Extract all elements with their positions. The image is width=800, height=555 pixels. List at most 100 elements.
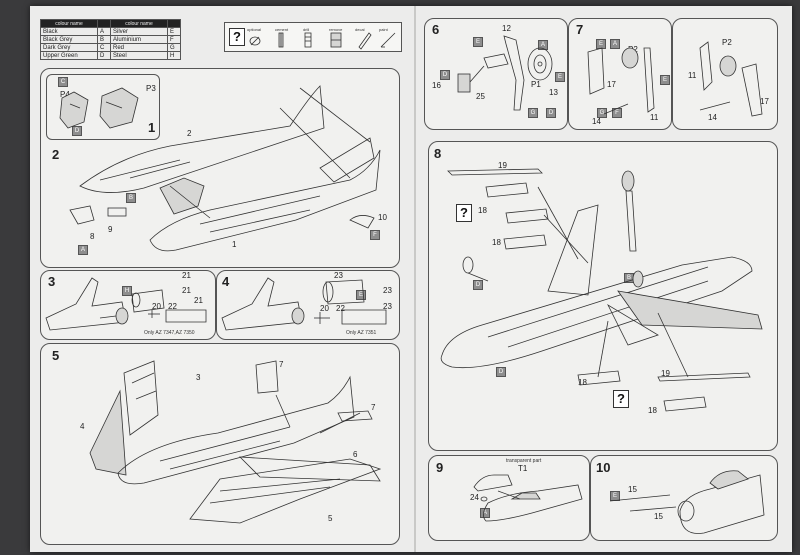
pitot-assembly-drawing bbox=[609, 470, 765, 534]
final-assembly-drawing bbox=[440, 168, 763, 412]
part-label: 22 bbox=[168, 302, 177, 311]
legend-item: paint bbox=[379, 27, 388, 32]
part-label: 14 bbox=[708, 113, 717, 122]
part-label: 18 bbox=[578, 378, 587, 387]
color-code-box: G bbox=[528, 108, 538, 118]
part-label: P2 bbox=[722, 38, 732, 47]
part-label: 10 bbox=[378, 213, 387, 222]
color-code-box: B bbox=[126, 193, 136, 203]
part-label: 14 bbox=[592, 117, 601, 126]
part-label: 13 bbox=[549, 88, 558, 97]
fuselage-assembly-drawing bbox=[59, 85, 381, 252]
legend-item: cement bbox=[275, 27, 289, 32]
part-label: 17 bbox=[607, 80, 616, 89]
part-label: 22 bbox=[336, 304, 345, 313]
step-number: 2 bbox=[52, 147, 60, 162]
step-note: transparent part bbox=[506, 458, 542, 464]
part-label: 24 bbox=[470, 493, 479, 502]
step-panel-8 bbox=[428, 141, 778, 451]
part-label: 18 bbox=[648, 406, 657, 415]
color-code-box: D bbox=[496, 367, 506, 377]
step-panel-9 bbox=[428, 455, 590, 541]
main-gear-installed-drawing bbox=[699, 41, 763, 117]
step-number: 6 bbox=[432, 22, 440, 37]
step-number: 5 bbox=[52, 348, 60, 363]
exhaust-assembly-drawing bbox=[45, 277, 207, 331]
step-number: 4 bbox=[222, 274, 230, 289]
color-code-box: A bbox=[78, 245, 88, 255]
colour-header-left: colour name bbox=[40, 19, 98, 28]
step-panel-3 bbox=[40, 270, 216, 340]
part-label: 5 bbox=[328, 514, 333, 523]
color-code-box: E bbox=[660, 75, 670, 85]
color-code-box: D bbox=[473, 280, 483, 290]
question-mark-icon: ? bbox=[456, 204, 472, 222]
part-label: 25 bbox=[476, 92, 485, 101]
part-label: P1 bbox=[531, 80, 541, 89]
part-label: 11 bbox=[650, 113, 659, 122]
color-code-box: E bbox=[473, 37, 483, 47]
step-number: 7 bbox=[576, 22, 584, 37]
color-code-box: D bbox=[72, 126, 82, 136]
legend-item: decal bbox=[355, 27, 365, 32]
part-label: 20 bbox=[152, 302, 161, 311]
exhaust-assembly-drawing-alt bbox=[221, 277, 387, 331]
part-label: 16 bbox=[432, 81, 441, 90]
part-label: 6 bbox=[353, 450, 358, 459]
part-label: 1 bbox=[232, 240, 237, 249]
legend-icons bbox=[249, 32, 396, 50]
part-label: 21 bbox=[182, 286, 191, 295]
part-label: 17 bbox=[760, 97, 769, 106]
part-label: 20 bbox=[320, 304, 329, 313]
main-gear-drawing bbox=[587, 47, 655, 115]
symbol-legend: ? optional cement drill remove decal pai… bbox=[224, 22, 402, 52]
part-label: 15 bbox=[628, 485, 637, 494]
part-label: P3 bbox=[146, 84, 156, 93]
color-code-box: D bbox=[546, 108, 556, 118]
part-label: 3 bbox=[196, 373, 201, 382]
part-label: 21 bbox=[182, 271, 191, 280]
part-label: 18 bbox=[492, 238, 501, 247]
part-label: 2 bbox=[187, 129, 192, 138]
part-label: 7 bbox=[279, 360, 284, 369]
part-label: 15 bbox=[654, 512, 663, 521]
part-label: 23 bbox=[383, 286, 392, 295]
color-code-box: E bbox=[555, 72, 565, 82]
part-label: T1 bbox=[518, 464, 528, 473]
step-number: 10 bbox=[596, 460, 611, 475]
legend-item: remove bbox=[329, 27, 343, 32]
part-label: 23 bbox=[334, 271, 343, 280]
part-label: 19 bbox=[661, 369, 670, 378]
part-label: 21 bbox=[194, 296, 203, 305]
step-panel-4 bbox=[216, 270, 400, 340]
question-mark-icon: ? bbox=[229, 28, 245, 46]
color-code-box: H bbox=[122, 286, 132, 296]
color-code-box: A bbox=[610, 39, 620, 49]
color-code-box: D bbox=[440, 70, 450, 80]
part-label: 4 bbox=[80, 422, 85, 431]
step-number: 8 bbox=[434, 146, 442, 161]
legend-item: drill bbox=[303, 27, 310, 32]
step-number: 3 bbox=[48, 274, 56, 289]
part-label: 8 bbox=[90, 232, 95, 241]
wing-assembly-drawing bbox=[89, 360, 382, 524]
legend-item: optional bbox=[247, 27, 262, 32]
canopy-assembly-drawing bbox=[473, 474, 583, 522]
sheet-fold bbox=[414, 6, 416, 552]
part-label: P4 bbox=[60, 90, 70, 99]
part-label: 23 bbox=[383, 302, 392, 311]
question-mark-icon: ? bbox=[613, 390, 629, 408]
part-label: 12 bbox=[502, 24, 511, 33]
colour-header-right: colour name bbox=[110, 19, 168, 28]
part-label: 19 bbox=[498, 161, 507, 170]
part-label: 9 bbox=[108, 225, 113, 234]
step-number: 1 bbox=[148, 120, 156, 135]
step-number: 9 bbox=[436, 460, 444, 475]
part-label: 11 bbox=[688, 71, 697, 80]
step-note: Only AZ 7351 bbox=[346, 330, 377, 336]
nose-gear-drawing bbox=[457, 35, 553, 111]
